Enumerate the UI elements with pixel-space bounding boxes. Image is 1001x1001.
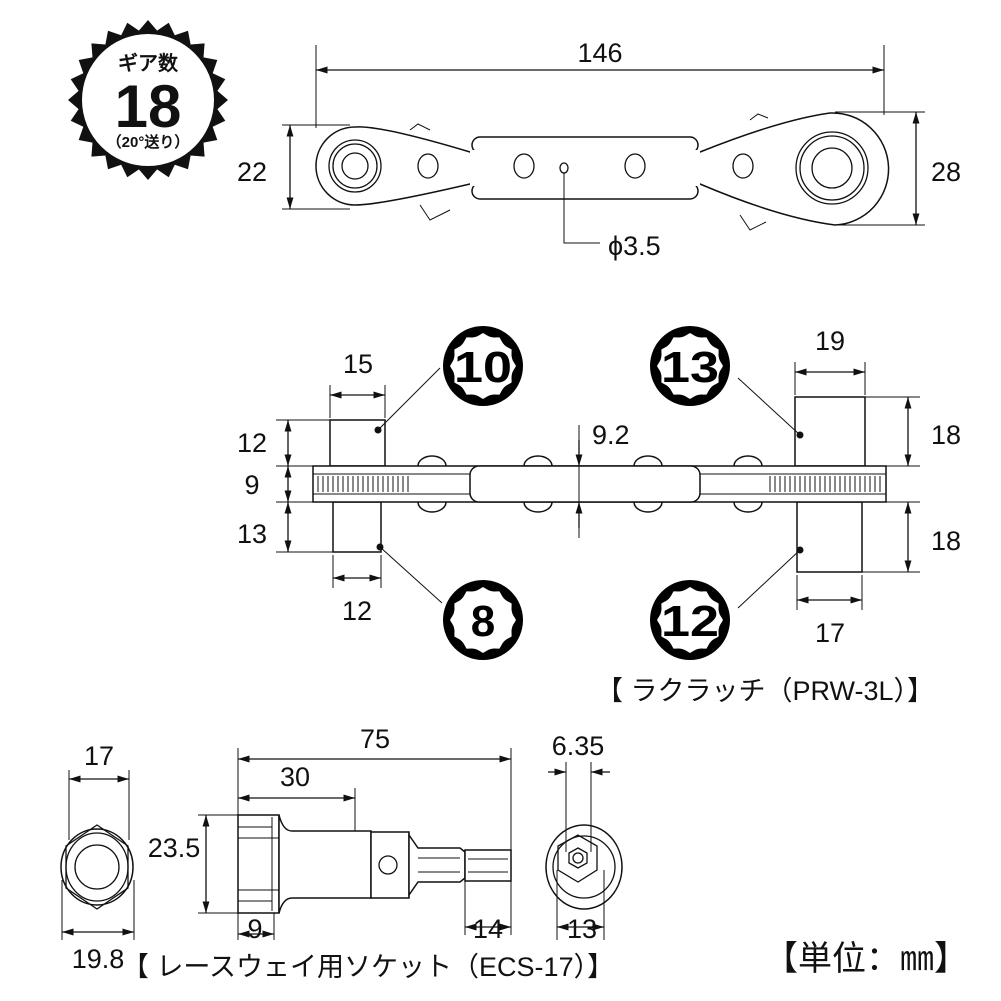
size-label: 8	[471, 597, 495, 646]
dim-bl-width: 12	[342, 596, 372, 626]
badge-value: 18	[115, 73, 182, 140]
dim-hole-diameter: ϕ3.5	[608, 231, 661, 261]
badge-note: （20°送り）	[107, 133, 190, 151]
dim-right-height: 28	[931, 157, 961, 187]
dim-end-dia: 13	[567, 914, 597, 944]
dim-left-height: 22	[237, 157, 267, 187]
size-label: 13	[661, 343, 719, 392]
socket-drawing: 17 19.8 75 30 23.5 9 14	[60, 724, 623, 982]
dim-br-height: 18	[931, 526, 961, 556]
dim-tl-height: 12	[237, 428, 267, 458]
dim-tr-height: 18	[931, 420, 961, 450]
gear-count-badge: ギア数 18 （20°送り）	[68, 20, 228, 180]
dim-hex-depth: 9	[247, 914, 262, 944]
wrench-side-view: 10 13 8 12 15 12 9 13 12	[237, 326, 961, 706]
dim-bl-height: 13	[237, 519, 267, 549]
dim-socket-length: 30	[280, 762, 310, 792]
dim-bit-length: 14	[473, 914, 503, 944]
dim-plate-thickness: 9	[244, 470, 259, 500]
dim-total-length: 75	[360, 724, 390, 754]
wrench-caption: 【 ラクラッチ（PRW-3L）】	[596, 676, 934, 706]
dim-tr-width: 19	[815, 326, 845, 356]
dim-shank-hex: 6.35	[552, 731, 605, 761]
size-badge-13: 13	[650, 326, 730, 406]
size-label: 12	[661, 597, 719, 646]
dim-outer-dia: 19.8	[72, 944, 125, 974]
size-badge-10: 10	[443, 326, 523, 406]
dim-length: 146	[577, 38, 622, 68]
size-badge-12: 12	[650, 580, 730, 660]
dim-socket-dia: 23.5	[148, 833, 201, 863]
wrench-top-view: 146 22 28 ϕ3.5	[237, 38, 961, 261]
size-badge-8: 8	[443, 580, 523, 660]
dim-center-thickness: 9.2	[592, 420, 630, 450]
badge-label: ギア数	[118, 51, 179, 75]
unit-label: 【単位：㎜】	[764, 940, 968, 978]
dim-tl-width: 15	[343, 349, 373, 379]
dim-hex-across: 17	[84, 741, 114, 771]
dim-br-width: 17	[815, 618, 845, 648]
size-label: 10	[454, 343, 512, 392]
socket-caption: 【 レースウェイ用ソケット（ECS-17）】	[122, 952, 614, 982]
